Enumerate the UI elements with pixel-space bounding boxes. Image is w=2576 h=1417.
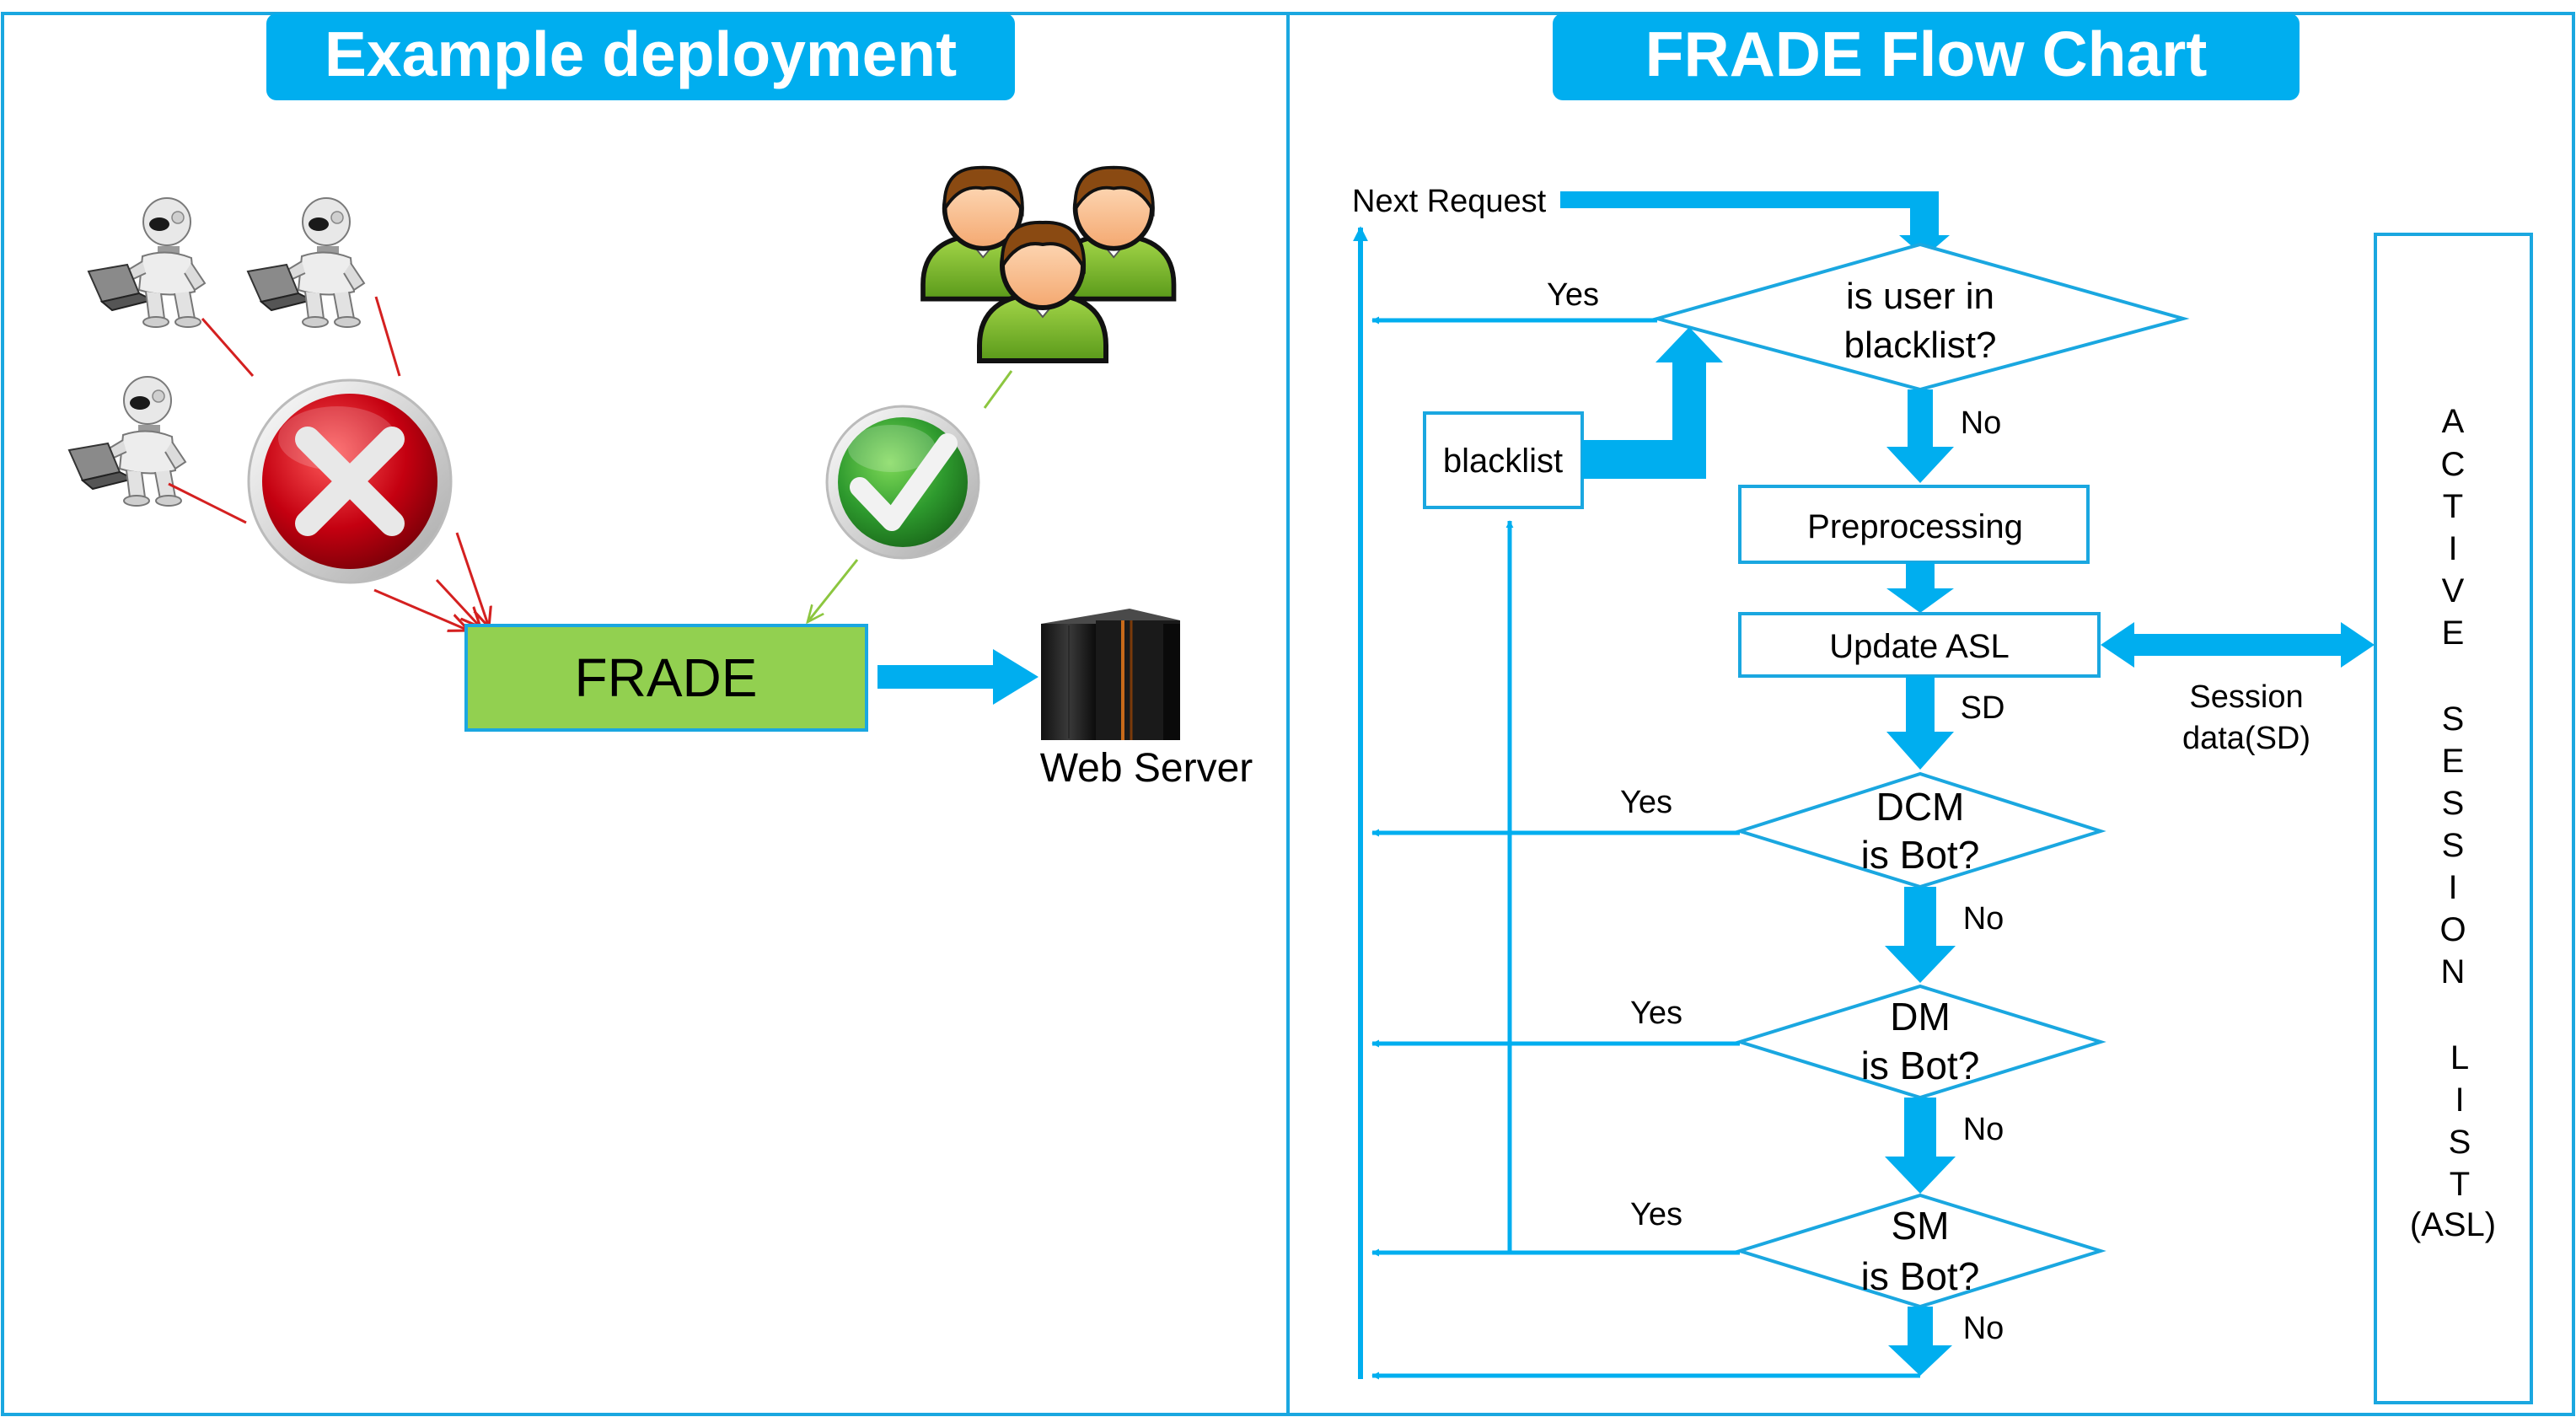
- blacklist-question-line1: is user in: [1846, 276, 1994, 317]
- dcm-decision: [1734, 771, 2106, 889]
- sm-question: is Bot?: [1861, 1254, 1980, 1298]
- dm-yes-label: Yes: [1630, 996, 1682, 1031]
- deployment-title-banner: [266, 13, 1015, 100]
- reject-arrow: [455, 532, 489, 627]
- asl-letter: I: [2448, 869, 2457, 906]
- session-data-line2: data(SD): [2182, 721, 2310, 756]
- preprocess-to-asl-arrow: [1886, 562, 1954, 613]
- asl-letter: S: [2442, 785, 2465, 822]
- asl-letter: I: [2455, 1082, 2464, 1119]
- asl-letter: S: [2442, 700, 2465, 738]
- blacklist-no-label: No: [1961, 405, 2002, 441]
- active-session-list-box: [2374, 233, 2533, 1404]
- blacklist-box: [1423, 411, 1584, 509]
- robot-icon: [88, 197, 206, 328]
- reject-arrow: [373, 588, 469, 631]
- flowchart-title: FRADE Flow Chart: [1645, 19, 2208, 89]
- dcm-no-arrow: [1885, 887, 1956, 983]
- session-data-arrow: [2101, 622, 2375, 668]
- users-icon: [923, 168, 1174, 361]
- dm-decision: [1734, 984, 2106, 1100]
- blacklist-yes-label: Yes: [1547, 277, 1599, 313]
- blacklist-decision: [1650, 242, 2190, 392]
- blacklist-box-label: blacklist: [1443, 443, 1563, 480]
- users-connector: [983, 370, 1013, 409]
- blacklist-no-arrow: [1886, 389, 1954, 483]
- robot-connector: [201, 318, 255, 377]
- asl-to-dcm-arrow: [1886, 676, 1954, 770]
- example-deployment-panel: Example deployment: [68, 13, 1253, 791]
- blacklist-question-line2: blacklist?: [1844, 325, 1997, 366]
- sm-decision: [1734, 1193, 2106, 1309]
- deployment-title: Example deployment: [325, 19, 957, 89]
- reject-arrow: [435, 578, 480, 627]
- dm-name: DM: [1890, 995, 1951, 1039]
- dm-no-label: No: [1963, 1112, 2004, 1147]
- dcm-yes-label: Yes: [1620, 785, 1672, 820]
- asl-letter: T: [2450, 1166, 2470, 1203]
- asl-letter: I: [2448, 530, 2457, 567]
- flowchart-title-banner: [1553, 13, 2300, 100]
- dcm-no-label: No: [1963, 901, 2004, 937]
- preprocessing-label: Preprocessing: [1807, 508, 2023, 545]
- server-icon: [1041, 609, 1180, 740]
- dcm-question: is Bot?: [1861, 833, 1980, 877]
- frade-label: FRADE: [575, 647, 758, 708]
- robot-connector: [168, 482, 247, 524]
- sm-yes-label: Yes: [1630, 1197, 1682, 1232]
- approve-icon: [825, 405, 980, 560]
- dm-no-arrow: [1885, 1098, 1956, 1194]
- frade-to-server-arrow: [877, 649, 1038, 705]
- session-data-line1: Session: [2189, 679, 2303, 715]
- blacklist-feed-arrow: [1582, 327, 1723, 479]
- asl-letter: S: [2442, 827, 2465, 864]
- asl-abbrev: (ASL): [2410, 1206, 2496, 1243]
- sm-no-label: No: [1963, 1311, 2004, 1346]
- asl-letter: A: [2442, 403, 2465, 440]
- reject-icon: [247, 378, 453, 584]
- flow-chart-panel: FRADE Flow Chart Next Request is user in…: [1352, 13, 2533, 1404]
- robot-icon: [247, 197, 365, 328]
- approve-arrow: [808, 559, 859, 622]
- update-asl-label: Update ASL: [1829, 628, 2010, 665]
- robot-connector: [374, 296, 401, 377]
- sm-no-arrow: [1888, 1307, 1952, 1376]
- web-server-label: Web Server: [1040, 746, 1253, 791]
- asl-letter: T: [2443, 488, 2463, 525]
- asl-letter: V: [2442, 572, 2465, 609]
- sd-label: SD: [1961, 690, 2005, 726]
- asl-letter: C: [2441, 446, 2466, 483]
- asl-letter: O: [2439, 911, 2466, 948]
- frade-box: [464, 624, 868, 732]
- dcm-name: DCM: [1876, 785, 1965, 829]
- next-request-arrow: [1560, 191, 1950, 257]
- dm-question: is Bot?: [1861, 1044, 1980, 1087]
- preprocessing-box: [1738, 485, 2090, 564]
- asl-letter: E: [2442, 743, 2465, 780]
- asl-letter: E: [2442, 615, 2465, 652]
- robot-icon: [68, 376, 186, 507]
- asl-letter: S: [2449, 1124, 2471, 1161]
- sm-name: SM: [1892, 1204, 1950, 1248]
- next-request-label: Next Request: [1352, 184, 1547, 219]
- asl-letter: L: [2450, 1039, 2469, 1076]
- asl-letter: N: [2441, 953, 2466, 990]
